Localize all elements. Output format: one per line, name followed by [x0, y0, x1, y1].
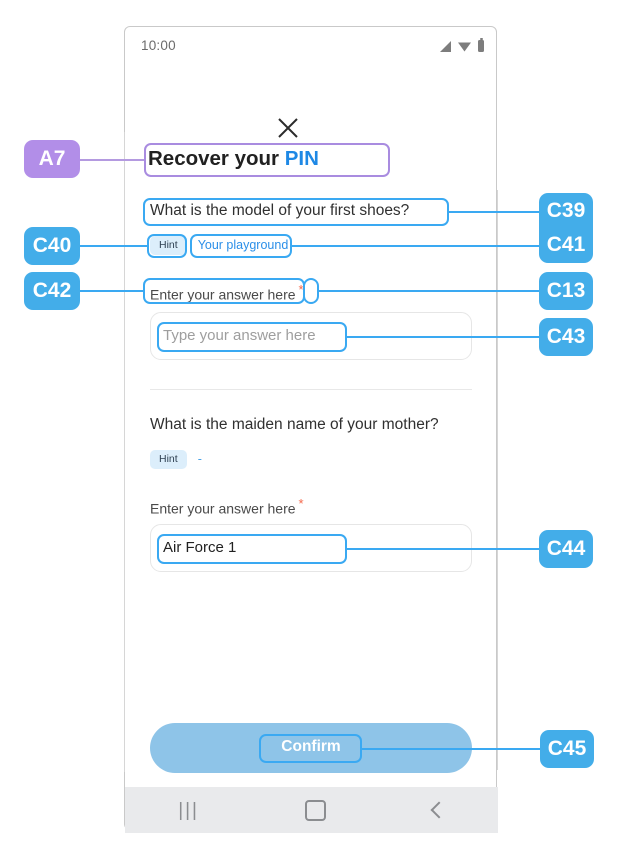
hint-badge-2: Hint — [150, 450, 187, 469]
wifi-icon — [458, 42, 471, 52]
recents-icon[interactable]: ||| — [178, 799, 199, 821]
question-text-1: What is the model of your first shoes? — [150, 202, 410, 219]
hint-value-1: Your playground — [197, 238, 289, 253]
annotation-badge-c45: C45 — [540, 730, 594, 768]
back-icon[interactable] — [430, 801, 448, 819]
annotation-badge-c41: C41 — [539, 227, 593, 263]
annotation-badge-c13: C13 — [539, 272, 593, 310]
required-asterisk-1: * — [298, 282, 304, 297]
page-title-accent: PIN — [284, 147, 319, 170]
answer-label-text-1: Enter your answer here — [150, 286, 296, 303]
status-icons — [440, 38, 484, 52]
annotation-badge-c44: C44 — [539, 530, 593, 568]
answer-label-1: Enter your answer here* — [150, 282, 304, 303]
annotation-badge-c43: C43 — [539, 318, 593, 356]
answer-input-value-2: Air Force 1 — [163, 539, 237, 556]
signal-icon — [440, 40, 451, 52]
status-clock: 10:00 — [141, 38, 176, 53]
page-title: Recover your PIN — [148, 147, 319, 171]
question-text-2: What is the maiden name of your mother? — [150, 416, 439, 433]
status-bar: 10:00 — [125, 27, 496, 67]
answer-label-text-2: Enter your answer here — [150, 500, 296, 517]
annotation-badge-c42: C42 — [24, 272, 80, 310]
hint-row-1: Hint Your playground — [150, 236, 288, 255]
hint-badge-1: Hint — [150, 236, 187, 255]
hint-row-2: Hint - — [150, 450, 202, 469]
confirm-button[interactable]: Confirm — [150, 723, 472, 773]
section-divider — [150, 389, 472, 390]
battery-icon — [478, 38, 484, 52]
close-icon[interactable] — [273, 113, 303, 143]
phone-frame: 10:00 — [124, 26, 497, 830]
guide-line-right — [497, 190, 498, 770]
home-icon[interactable] — [305, 799, 327, 821]
required-asterisk-2: * — [298, 496, 304, 511]
page-title-prefix: Recover your — [148, 147, 280, 170]
confirm-button-label: Confirm — [281, 738, 341, 755]
answer-input-1[interactable]: Type your answer here — [150, 312, 472, 360]
annotation-badge-c39: C39 — [539, 193, 593, 229]
hint-value-2: - — [197, 452, 202, 467]
android-nav-bar: ||| — [125, 787, 498, 833]
answer-input-placeholder-1: Type your answer here — [163, 327, 316, 344]
answer-input-2[interactable]: Air Force 1 — [150, 524, 472, 572]
annotation-badge-c40: C40 — [24, 227, 80, 265]
answer-label-2: Enter your answer here* — [150, 496, 304, 517]
annotation-badge-a7: A7 — [24, 140, 80, 178]
